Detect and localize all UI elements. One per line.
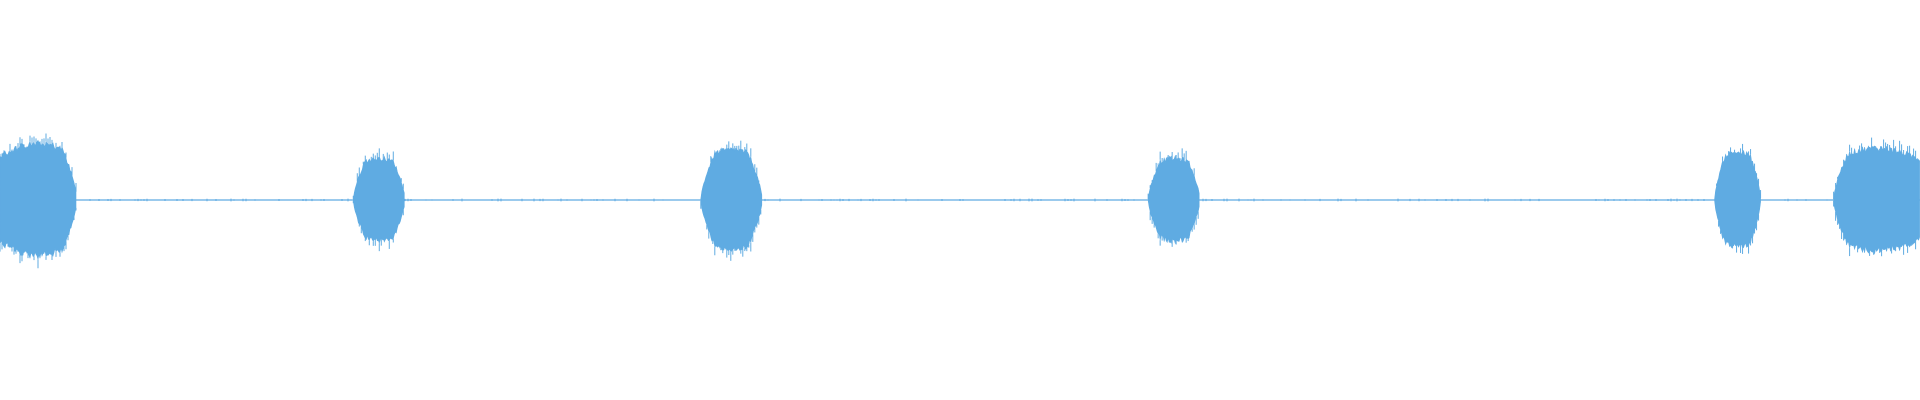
waveform-burst-5	[1714, 150, 1761, 249]
waveform-burst-1	[0, 139, 77, 260]
waveform-burst-2	[353, 155, 405, 245]
waveform-burst-spikes-4	[1147, 148, 1199, 247]
waveform-burst-spikes-3	[700, 140, 762, 261]
waveform-burst-spikes-6	[1833, 137, 1919, 257]
waveform-burst-6	[1833, 145, 1920, 255]
waveform-burst-spikes-2	[352, 148, 404, 252]
waveform-burst-spikes-1	[0, 133, 77, 269]
waveform-burst-4	[1147, 154, 1200, 245]
waveform-burst-spikes-5	[1716, 143, 1762, 254]
